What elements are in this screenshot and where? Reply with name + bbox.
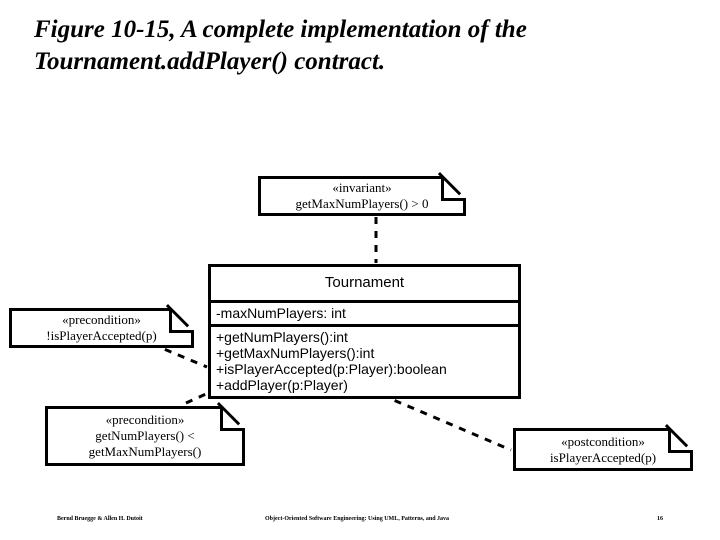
class-operation-compartment: +getNumPlayers():int +getMaxNumPlayers()…	[211, 327, 518, 396]
class-box-tournament[interactable]: Tournament -maxNumPlayers: int +getNumPl…	[208, 264, 521, 399]
note-invariant[interactable]: «invariant» getMaxNumPlayers() > 0	[258, 173, 466, 216]
class-operation-addplayer: +addPlayer(p:Player)	[216, 377, 348, 393]
note-precondition-bottom[interactable]: «precondition» getNumPlayers() < getMaxN…	[45, 403, 245, 466]
note-invariant-expression: getMaxNumPlayers() > 0	[295, 196, 429, 211]
note-fold-corner-icon	[220, 403, 245, 431]
note-precondition-bottom-expression-line2: getMaxNumPlayers()	[88, 444, 202, 459]
class-attribute-maxnumplayers: -maxNumPlayers: int	[216, 305, 346, 321]
class-name-label: Tournament	[324, 274, 405, 291]
footer-authors: Bernd Bruegge & Allen H. Dutoit	[57, 516, 143, 522]
footer-page-number: 16	[657, 516, 663, 522]
class-operation-getnumplayers: +getNumPlayers():int	[216, 329, 348, 345]
note-fold-corner-icon	[441, 173, 466, 201]
note-precondition-bottom-expression-line1: getNumPlayers() <	[95, 428, 195, 443]
note-postcondition[interactable]: «postcondition» isPlayerAccepted(p)	[513, 425, 693, 471]
note-fold-corner-icon	[169, 305, 194, 333]
note-precondition-left-stereotype: «precondition»	[62, 312, 141, 327]
note-precondition-left[interactable]: «precondition» !isPlayerAccepted(p)	[9, 305, 194, 348]
note-postcondition-stereotype: «postcondition»	[561, 433, 645, 449]
note-invariant-stereotype: «invariant»	[332, 180, 392, 195]
note-postcondition-expression: isPlayerAccepted(p)	[549, 449, 657, 465]
class-operation-isplayeraccepted: +isPlayerAccepted(p:Player):boolean	[216, 361, 447, 377]
class-operation-getmaxnumplayers: +getMaxNumPlayers():int	[216, 345, 375, 361]
footer-book-title: Object-Oriented Software Engineering: Us…	[265, 516, 450, 522]
page-title: Figure 10-15, A complete implementation …	[34, 16, 527, 75]
note-precondition-left-expression: !isPlayerAccepted(p)	[46, 328, 157, 343]
class-attribute-compartment: -maxNumPlayers: int	[211, 303, 518, 327]
class-name-compartment: Tournament	[211, 267, 518, 303]
note-precondition-bottom-stereotype: «precondition»	[105, 412, 185, 427]
note-fold-corner-icon	[668, 425, 693, 453]
